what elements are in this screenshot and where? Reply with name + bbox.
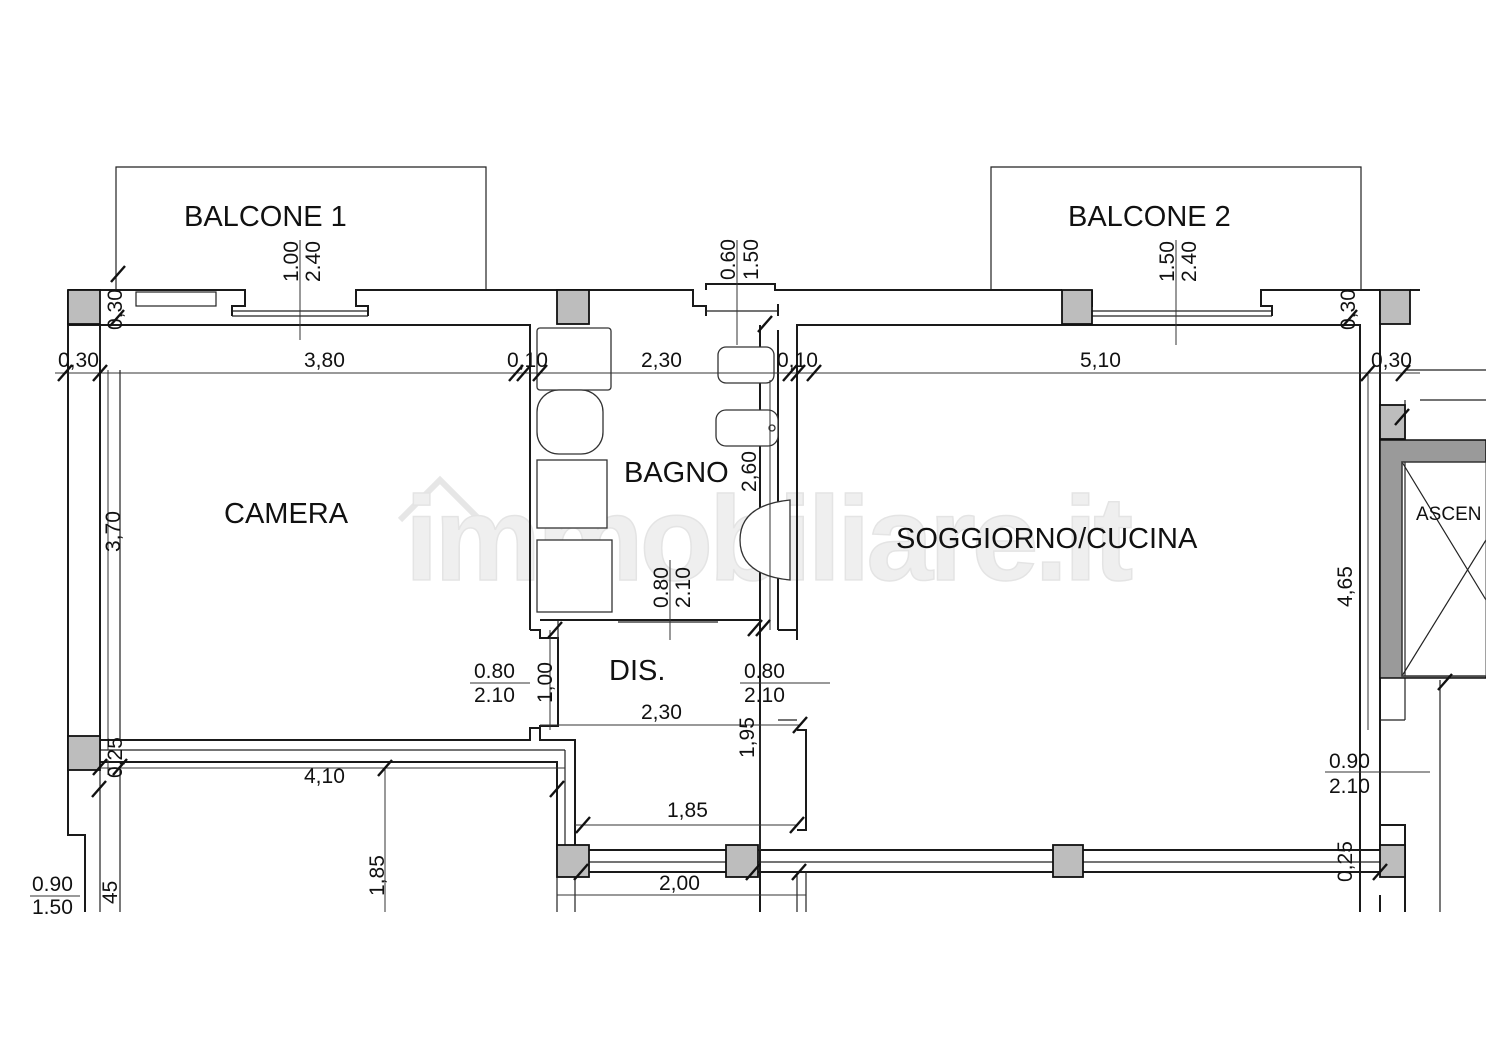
label-dis: DIS.	[609, 655, 665, 687]
dim-right-wall-mid: 0,25	[1334, 841, 1357, 882]
door-bagno-height: 2.10	[672, 567, 695, 608]
label-balcone-1: BALCONE 1	[184, 201, 347, 233]
cabinet	[536, 459, 613, 613]
top-wall	[68, 283, 1420, 912]
dim-dis-width: 2,30	[641, 701, 682, 724]
win2-height: 2.40	[1178, 241, 1201, 282]
win1-height: 2.40	[302, 241, 325, 282]
left-wall	[67, 290, 121, 912]
door-bagno-width: 0.80	[650, 567, 673, 608]
door-camera-width: 0.80	[474, 660, 515, 683]
dim-top-left-wall: 0,30	[58, 349, 99, 372]
label-bagno: BAGNO	[624, 457, 729, 489]
label-balcone-2: BALCONE 2	[1068, 201, 1231, 233]
label-soggiorno: SOGGIORNO/CUCINA	[896, 523, 1198, 555]
camera-lower-wall	[100, 727, 576, 850]
dim-soggiorno-depth: 4,65	[1334, 566, 1357, 607]
toilet	[715, 346, 779, 447]
win-bagno-width: 0.60	[717, 239, 740, 280]
dim-right-col-top: 0,30	[1337, 289, 1360, 330]
dim-dis-depth: 1,00	[534, 662, 557, 703]
dim-bottom-mid-width: 2,00	[659, 872, 700, 895]
balcony-1	[115, 166, 487, 290]
columns	[67, 289, 1411, 878]
bottom-left-width: 0.90	[32, 873, 73, 896]
dim-left-wall-mid: 0,25	[104, 737, 127, 778]
win2-width: 1.50	[1156, 241, 1179, 282]
elevator-shaft	[1379, 439, 1486, 679]
dim-wall-bagno-soggiorno: 0,10	[777, 349, 818, 372]
win-bagno-height: 1.50	[740, 239, 763, 280]
door-entry-width: 0.90	[1329, 750, 1370, 773]
label-ascensore: ASCEN	[1416, 504, 1481, 525]
lower-walls	[556, 849, 1380, 912]
dimension-lines	[30, 240, 1430, 912]
label-camera: CAMERA	[224, 498, 349, 530]
dimension-ticks	[57, 265, 1453, 881]
dim-lower-room-width: 4,10	[304, 765, 345, 788]
dim-bagno-depth: 2,60	[738, 451, 761, 492]
dim-left-col-top: 0,30	[104, 289, 127, 330]
door-camera-height: 2.10	[474, 684, 515, 707]
dim-lower-room-depth: 1,85	[366, 855, 389, 896]
dim-top-right-wall: 0,30	[1371, 349, 1412, 372]
dim-camera-depth: 3,70	[102, 511, 125, 552]
door-entry-height: 2.10	[1329, 775, 1370, 798]
bathtub	[536, 327, 612, 455]
balcony-2	[990, 166, 1362, 290]
sink	[739, 499, 791, 581]
dim-corridor-depth: 1,95	[736, 717, 759, 758]
dim-corridor-width: 1,85	[667, 799, 708, 822]
win1-width: 1.00	[280, 241, 303, 282]
dim-wall-camera-bagno: 0,10	[507, 349, 548, 372]
door-soggiorno-height: 2.10	[744, 684, 785, 707]
dim-soggiorno-width: 5,10	[1080, 349, 1121, 372]
dim-camera-width: 3,80	[304, 349, 345, 372]
bottom-left-height: 1.50	[32, 896, 73, 919]
door-soggiorno-width: 0.80	[744, 660, 785, 683]
dim-bagno-width: 2,30	[641, 349, 682, 372]
dim-bottom-left-partial: 45	[99, 881, 122, 904]
